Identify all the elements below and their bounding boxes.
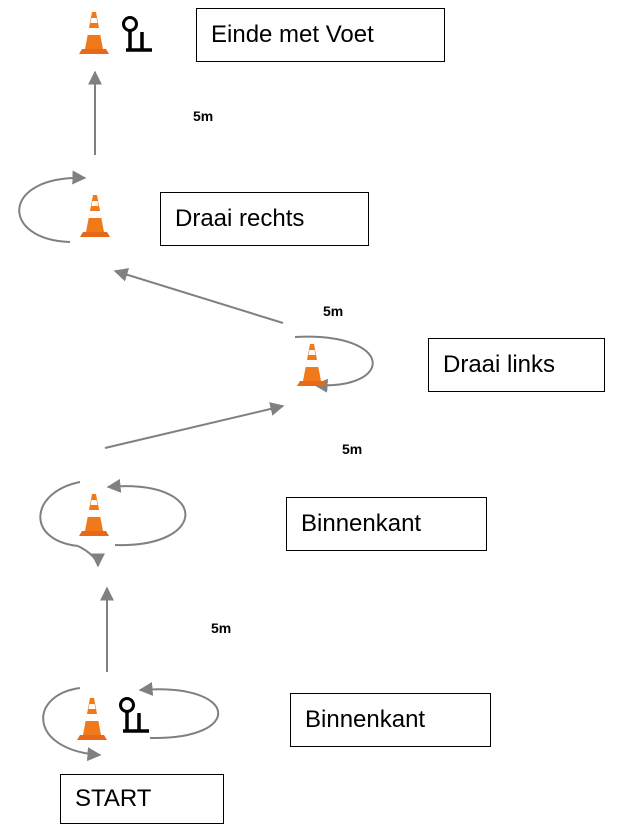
loop-arrow-start-right [138,682,220,740]
traffic-cone-icon [79,12,109,54]
label-turn-left: Draai links [428,338,605,392]
loop-arrow-inside-upper-top [39,481,81,547]
loop-arrow-inside-upper-right [106,478,187,547]
arrow-to-turn-right [113,268,284,324]
loop-arrow-turn-right [18,170,87,243]
traffic-cone-icon [79,494,109,536]
label-inside-upper: Binnenkant [286,497,487,551]
foot-icon [121,15,154,52]
loop-arrow-turn-left [294,335,374,393]
label-start: START [60,774,224,824]
distance-bottom: 5m [211,620,232,636]
distance-top: 5m [193,108,214,124]
loop-arrow-start-left [42,687,102,762]
label-inside-lower: Binnenkant [290,693,491,747]
traffic-cone-icon [77,698,107,740]
label-turn-right: Draai rechts [160,192,369,246]
distance-upper-diag: 5m [323,303,344,319]
label-end: Einde met Voet [196,8,445,62]
traffic-cone-icon [297,344,327,386]
arrow-to-turn-left [104,402,285,449]
distance-lower-diag: 5m [342,441,363,457]
traffic-cone-icon [80,195,110,237]
loop-arrow-inside-upper-left [77,545,105,568]
foot-icon [118,696,151,733]
